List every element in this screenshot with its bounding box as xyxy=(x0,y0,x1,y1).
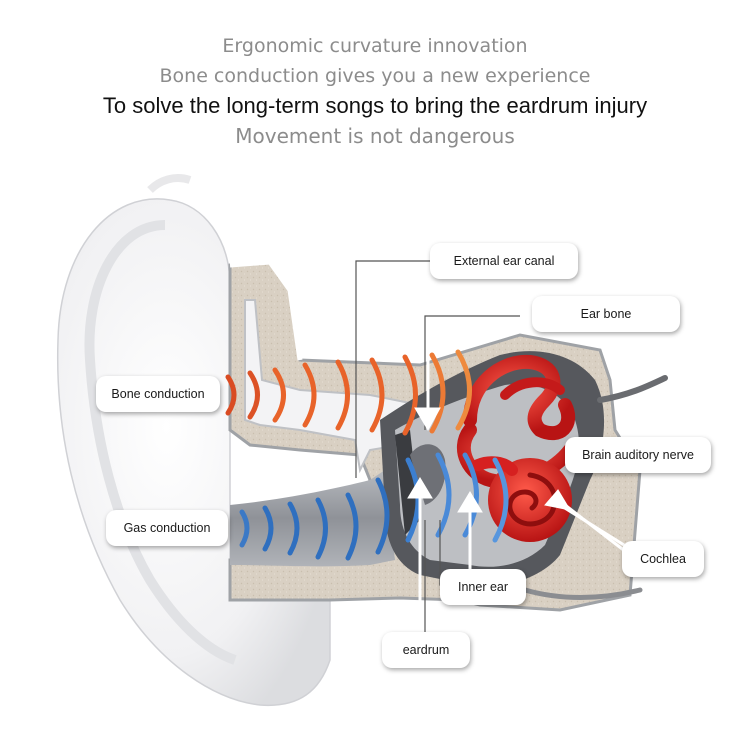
pointer-arrows xyxy=(407,320,641,645)
header-text-block: Ergonomic curvature innovation Bone cond… xyxy=(0,0,750,170)
tagline-eardrum-injury: To solve the long-term songs to bring th… xyxy=(102,93,648,118)
label-ear-bone: Ear bone xyxy=(532,296,680,332)
headphone-cable xyxy=(597,375,668,403)
gas-conduction-waves xyxy=(239,452,509,561)
label-cochlea: Cochlea xyxy=(622,541,704,577)
tagline-movement: Movement is not dangerous xyxy=(235,124,515,148)
label-brain-auditory-nerve: Brain auditory nerve xyxy=(565,437,711,473)
headphone-cable-lower xyxy=(522,587,643,600)
bone-conduction-waves xyxy=(225,349,472,436)
label-inner-ear: Inner ear xyxy=(440,569,526,605)
tagline-bone-conduction: Bone conduction gives you a new experien… xyxy=(159,65,591,87)
label-bone-conduction: Bone conduction xyxy=(96,376,220,412)
label-external-ear-canal: External ear canal xyxy=(430,243,578,279)
label-leader-cochlea xyxy=(564,503,631,557)
label-gas-conduction: Gas conduction xyxy=(106,510,228,546)
label-eardrum: eardrum xyxy=(382,632,470,668)
tagline-ergonomic: Ergonomic curvature innovation xyxy=(222,35,528,57)
